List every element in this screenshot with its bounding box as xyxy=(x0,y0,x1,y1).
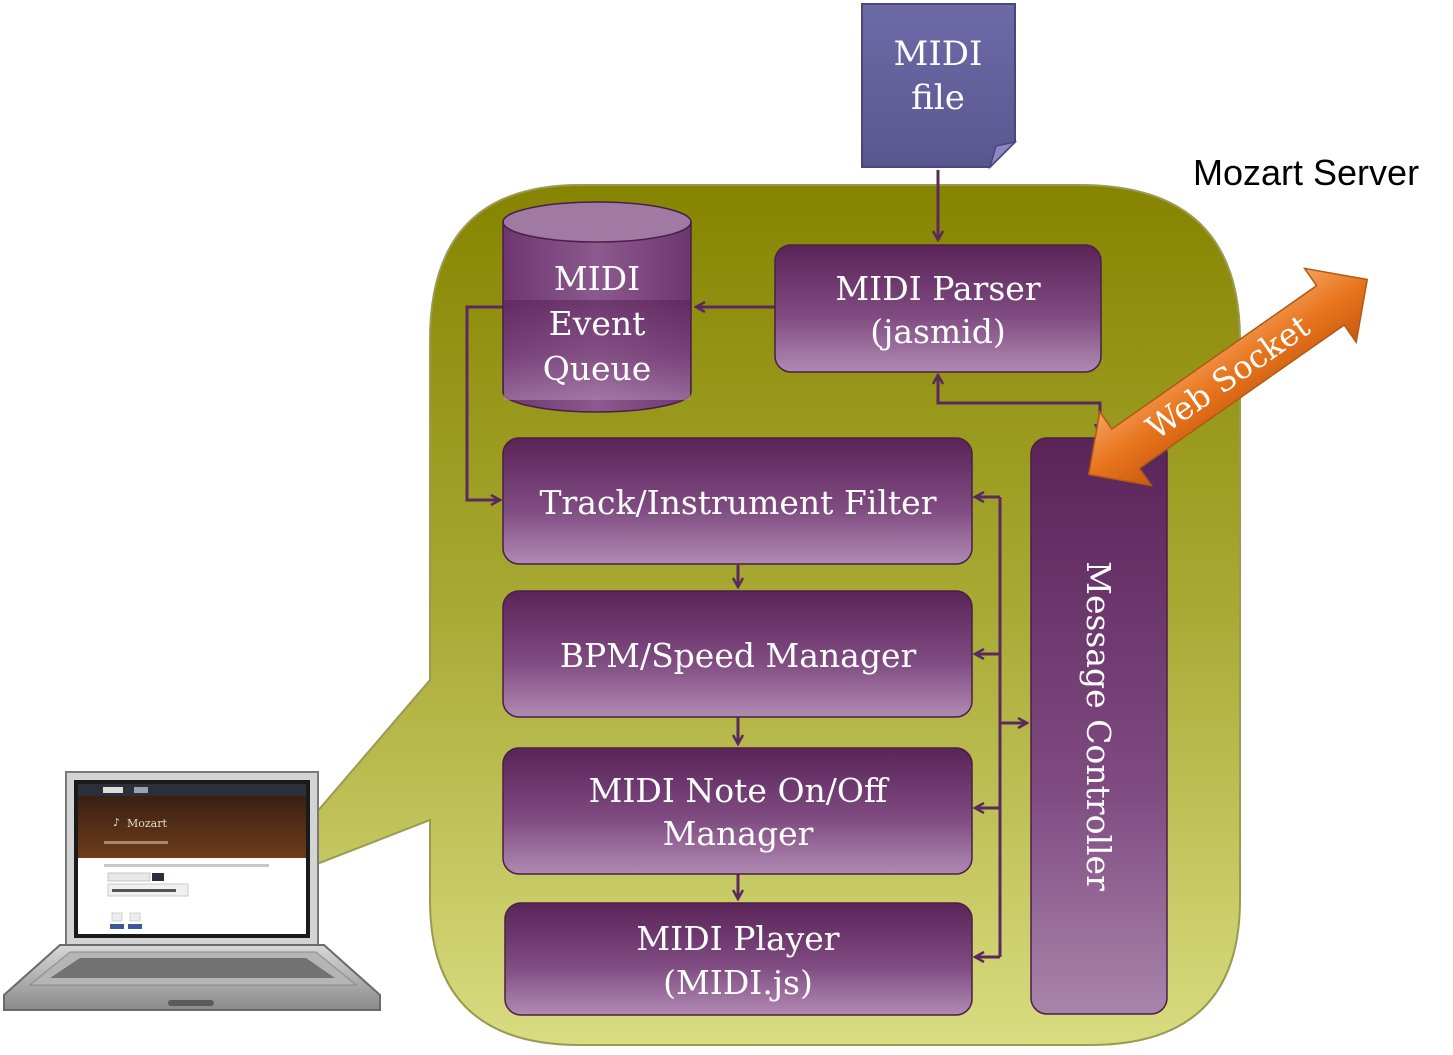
note-onoff-manager-box: MIDI Note On/Off Manager xyxy=(502,747,973,875)
laptop-icon: ♪ Mozart xyxy=(3,771,381,1011)
server-title: Mozart Server xyxy=(1193,152,1419,193)
queue-to-filter-arrow xyxy=(465,305,503,500)
bpm-label: BPM/Speed Manager xyxy=(560,636,917,675)
track-filter-box: Track/Instrument Filter xyxy=(502,437,973,565)
midi-file-line2: file xyxy=(911,78,965,118)
message-controller-box: Message Controller xyxy=(1030,437,1168,1015)
player-line1: MIDI Player xyxy=(636,919,839,958)
parser-line2: (jasmid) xyxy=(870,312,1006,351)
filter-label: Track/Instrument Filter xyxy=(540,483,937,522)
midi-player-box: MIDI Player (MIDI.js) xyxy=(504,902,973,1016)
midi-event-queue: MIDI Event Queue xyxy=(502,201,692,413)
noteonoff-line1: MIDI Note On/Off xyxy=(589,771,890,810)
laptop-note-icon: ♪ xyxy=(113,816,120,829)
parser-line1: MIDI Parser xyxy=(835,269,1040,308)
midi-file-icon: MIDI file xyxy=(861,3,1018,170)
queue-line2: Event xyxy=(549,304,646,343)
connectors xyxy=(465,170,1100,957)
bpm-manager-box: BPM/Speed Manager xyxy=(502,590,973,718)
midi-file-line1: MIDI xyxy=(894,34,983,74)
laptop-app-title: Mozart xyxy=(127,817,167,830)
midi-parser-box: MIDI Parser (jasmid) xyxy=(774,244,1102,373)
noteonoff-line2: Manager xyxy=(663,814,814,853)
controller-label: Message Controller xyxy=(1079,561,1118,891)
queue-line3: Queue xyxy=(543,349,652,388)
queue-line1: MIDI xyxy=(554,259,640,298)
player-line2: (MIDI.js) xyxy=(663,963,813,1002)
